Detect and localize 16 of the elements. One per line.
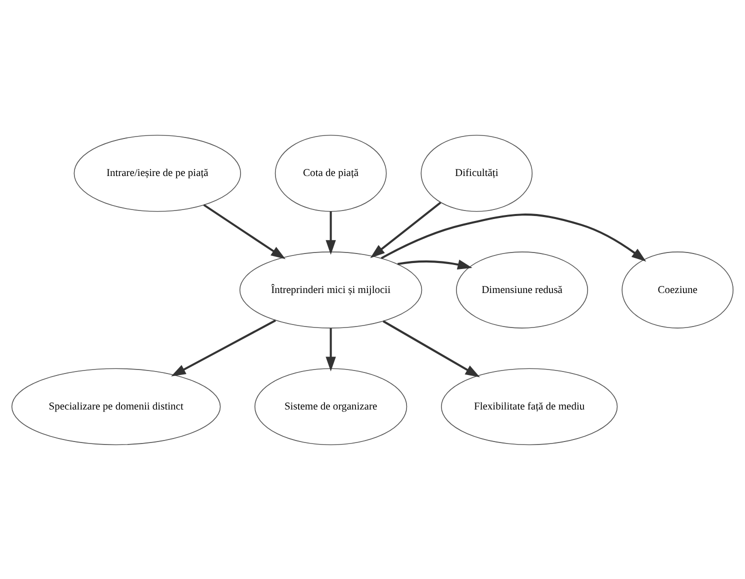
- arrow: [203, 204, 286, 259]
- arrow: [397, 259, 472, 270]
- arrow: [370, 201, 442, 258]
- node-ellipse: Intrare/ieșire de pe piață: [74, 134, 242, 212]
- node-ellipse: Specializare pe domenii distinct: [11, 368, 221, 445]
- arrow: [171, 319, 276, 376]
- node-ellipse: Sisteme de organizare: [254, 368, 408, 445]
- node-ellipse: Flexibilitate față de mediu: [440, 368, 618, 445]
- arrow: [326, 210, 336, 254]
- node-ellipse: Dificultăți: [420, 134, 533, 212]
- arrow: [326, 328, 336, 371]
- arrow: [380, 213, 646, 262]
- node-ellipse: Cota de piață: [274, 134, 387, 212]
- node-ellipse: Coeziune: [622, 251, 734, 328]
- arrow: [382, 320, 480, 377]
- node-ellipse: Întreprinderi mici și mijlocii: [239, 251, 422, 328]
